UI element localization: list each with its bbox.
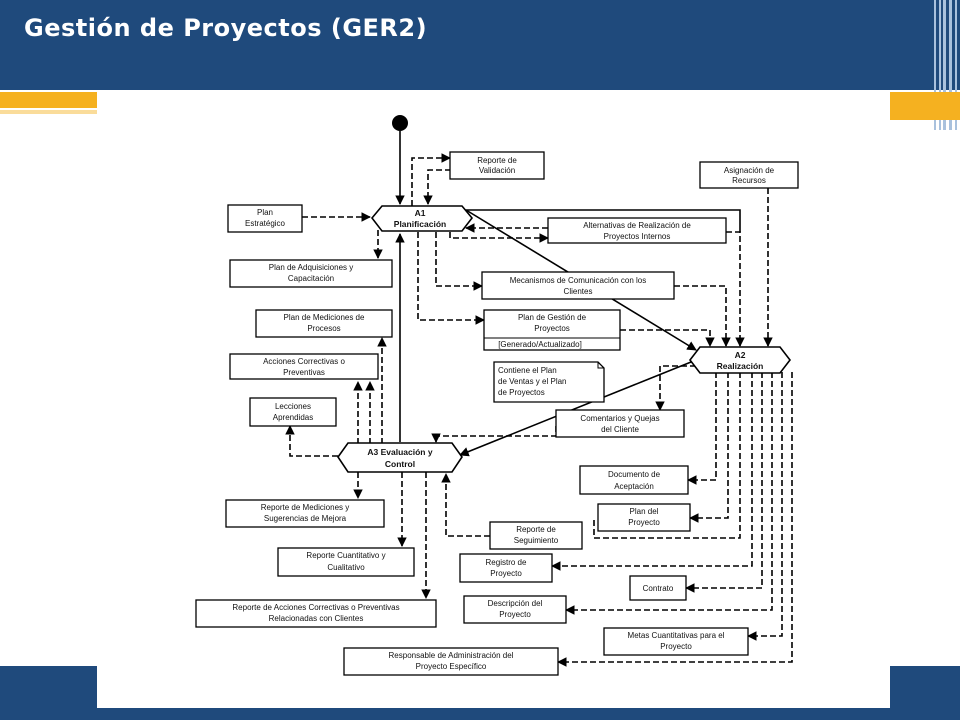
lbl-nota-1: Contiene el Plan (498, 366, 557, 375)
lbl-plan-mediciones-1: Plan de Mediciones de (284, 313, 365, 322)
lbl-plan-adquisiciones-1: Plan de Adquisiciones y (269, 263, 354, 272)
box-registro-proyecto (459, 553, 553, 583)
box-contrato (629, 575, 687, 601)
lbl-plan-estrategico-2: Estratégico (245, 219, 286, 228)
accent-bar-right (890, 92, 960, 120)
activity-a3: A3 Evaluación y Control (337, 442, 463, 473)
activity-a2: A2 Realización (688, 346, 792, 374)
box-plan-estrategico (227, 204, 303, 233)
lbl-reporte-acciones-1: Reporte de Acciones Correctivas o Preven… (232, 603, 399, 612)
lbl-plan-gestion-status: [Generado/Actualizado] (498, 340, 582, 349)
box-mecanismos (481, 271, 675, 300)
box-metas (603, 627, 749, 656)
lbl-metas-2: Proyecto (660, 642, 692, 651)
slide-title: Gestión de Proyectos (GER2) (24, 14, 428, 42)
start-node (392, 115, 408, 131)
lbl-documento-2: Aceptación (614, 482, 654, 491)
lbl-nota-2: de Ventas y el Plan (498, 377, 567, 386)
lbl-mecanismos-1: Mecanismos de Comunicación con los (510, 276, 647, 285)
lbl-nota-3: de Proyectos (498, 388, 545, 397)
accent-bar-left (0, 92, 97, 108)
lbl-cuantitativo-2: Cualitativo (327, 563, 365, 572)
lbl-reporte-acciones-2: Relacionadas con Clientes (269, 614, 364, 623)
lbl-documento-1: Documento de (608, 470, 661, 479)
lbl-registro-2: Proyecto (490, 569, 522, 578)
box-plan-gestion (483, 309, 621, 351)
box-reporte-seguimiento (489, 521, 583, 550)
lbl-asignacion-2: Recursos (732, 176, 766, 185)
lbl-reporte-validacion-2: Validación (479, 166, 515, 175)
slide-header: Gestión de Proyectos (GER2) (0, 0, 960, 90)
box-reporte-mediciones (225, 499, 385, 528)
box-asignacion-recursos (699, 161, 799, 189)
box-lecciones (249, 397, 337, 427)
lbl-contrato: Contrato (643, 584, 674, 593)
box-alternativas (547, 217, 727, 244)
lbl-cuantitativo-1: Reporte Cuantitativo y (306, 551, 385, 560)
box-documento-aceptacion (579, 465, 689, 495)
lbl-responsable-1: Responsable de Administración del (389, 651, 514, 660)
lbl-plan-gestion-1: Plan de Gestión de (518, 313, 587, 322)
lbl-lecciones-2: Aprendidas (273, 413, 313, 422)
lbl-asignacion-1: Asignación de (724, 166, 775, 175)
lbl-mecanismos-2: Clientes (564, 287, 593, 296)
note-plan (493, 361, 605, 403)
box-comentarios (555, 409, 685, 438)
activity-a3-name: Control (385, 459, 415, 469)
lbl-reporte-mediciones-2: Sugerencias de Mejora (264, 514, 347, 523)
lbl-descripcion-2: Proyecto (499, 610, 531, 619)
accent-bar-left-thin (0, 110, 97, 114)
lbl-comentarios-2: del Cliente (601, 425, 639, 434)
box-plan-mediciones (255, 309, 393, 338)
activity-a1-name: Planificación (394, 219, 446, 229)
lbl-reporte-mediciones-1: Reporte de Mediciones y (261, 503, 350, 512)
box-reporte-validacion (449, 151, 545, 180)
lbl-comentarios-1: Comentarios y Quejas (580, 414, 659, 423)
lbl-descripcion-1: Descripción del (488, 599, 543, 608)
box-plan-adquisiciones (229, 259, 393, 288)
lbl-lecciones-1: Lecciones (275, 402, 311, 411)
box-acciones-correctivas (229, 353, 379, 380)
lbl-seguimiento-2: Seguimiento (514, 536, 559, 545)
lbl-plan-adquisiciones-2: Capacitación (288, 274, 334, 283)
lbl-alternativas-2: Proyectos Internos (604, 232, 671, 241)
lbl-plan-estrategico-1: Plan (257, 208, 273, 217)
activity-a2-name: Realización (717, 361, 764, 371)
activity-a2-id: A2 (735, 350, 746, 360)
diagram-labels: Reporte de Validación Asignación de Recu… (232, 156, 774, 671)
lbl-plan-gestion-2: Proyectos (534, 324, 570, 333)
lbl-acciones-1: Acciones Correctivas o (263, 357, 345, 366)
lbl-acciones-2: Preventivas (283, 368, 325, 377)
box-responsable (343, 647, 559, 676)
lbl-plan-proyecto-2: Proyecto (628, 518, 660, 527)
lbl-registro-1: Registro de (486, 558, 527, 567)
box-reporte-cuantitativo (277, 547, 415, 577)
lbl-seguimiento-1: Reporte de (516, 525, 556, 534)
box-reporte-acciones (195, 599, 437, 628)
activity-a1: A1 Planificación (370, 205, 474, 232)
lbl-reporte-validacion-1: Reporte de (477, 156, 517, 165)
decorative-lines (930, 0, 960, 130)
lbl-responsable-2: Proyecto Específico (416, 662, 487, 671)
activity-a3-id: A3 Evaluación y (367, 447, 432, 457)
lbl-plan-proyecto-1: Plan del (630, 507, 659, 516)
lbl-plan-mediciones-2: Procesos (307, 324, 340, 333)
lbl-metas-1: Metas Cuantitativas para el (628, 631, 725, 640)
activity-a1-id: A1 (415, 208, 426, 218)
lbl-alternativas-1: Alternativas de Realización de (583, 221, 691, 230)
box-descripcion-proyecto (463, 595, 567, 624)
box-plan-proyecto (597, 503, 691, 532)
